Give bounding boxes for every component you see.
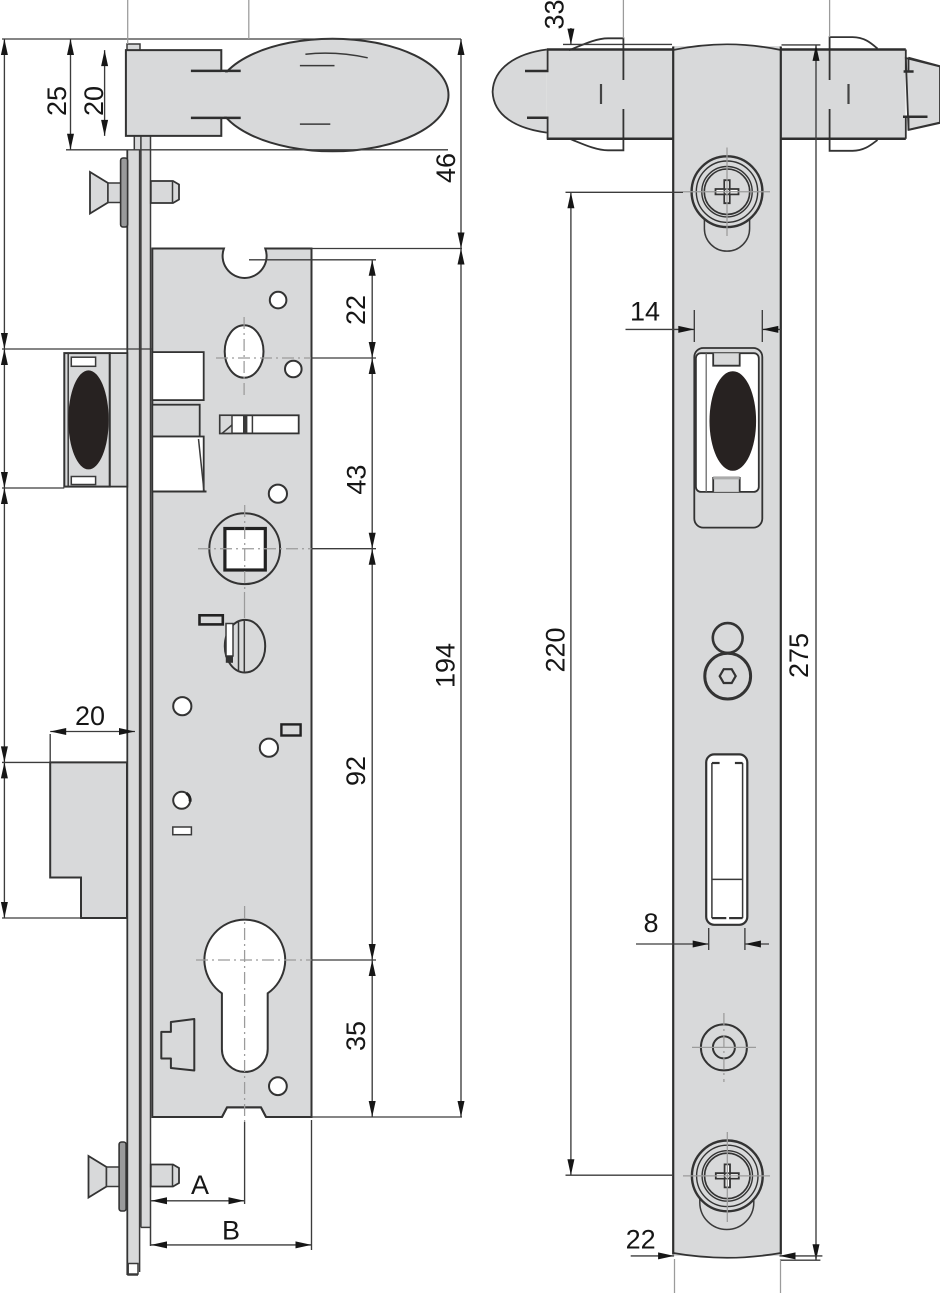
svg-text:20: 20 [79,86,109,116]
svg-text:A: A [191,1170,209,1200]
svg-text:46: 46 [431,153,461,183]
svg-text:25: 25 [42,86,72,116]
svg-text:43: 43 [342,465,372,495]
svg-text:220: 220 [541,627,571,672]
svg-text:20: 20 [75,701,105,731]
svg-text:14: 14 [630,297,660,327]
svg-text:22: 22 [341,295,371,325]
svg-text:B: B [222,1216,240,1246]
svg-text:92: 92 [341,756,371,786]
svg-text:8: 8 [643,908,658,938]
svg-text:22: 22 [626,1224,656,1254]
svg-text:33: 33 [540,0,570,30]
svg-text:194: 194 [431,643,461,688]
svg-text:35: 35 [341,1021,371,1051]
svg-text:275: 275 [784,633,814,678]
